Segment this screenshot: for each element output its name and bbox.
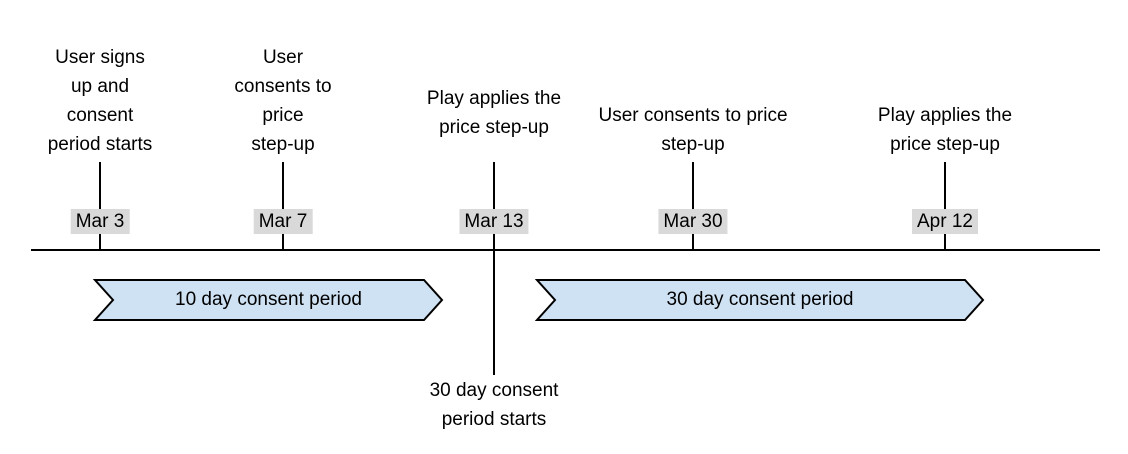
- milestone-note-line: period starts: [441, 409, 547, 430]
- milestone-label-line: price: [262, 105, 304, 126]
- milestone-label-line: period starts: [47, 134, 153, 155]
- milestone-label: Play applies the price step-up: [845, 101, 1045, 159]
- milestone-note-connector-line: [493, 251, 495, 375]
- timeline-axis: [31, 249, 1100, 251]
- milestone-label-line: User: [262, 47, 304, 68]
- milestone-label: Play applies the price step-up: [394, 84, 594, 142]
- consent-period-label-30day: 30 day consent period: [666, 289, 854, 310]
- milestone-tick: [99, 162, 101, 250]
- consent-period-label-10day: 10 day consent period: [175, 289, 362, 310]
- milestone-label-line: Play applies the: [426, 88, 562, 109]
- milestone-note-line: 30 day consent: [429, 380, 559, 401]
- milestone-label-line: Play applies the: [877, 105, 1013, 126]
- milestone-tick: [493, 162, 495, 250]
- milestone-label-line: consents to: [234, 76, 332, 97]
- milestone-tick: [944, 162, 946, 250]
- milestone-label-line: User consents to price: [598, 105, 788, 126]
- date-chip: Mar 13: [459, 209, 529, 234]
- milestone-label-line: step-up: [251, 134, 315, 155]
- milestone-label: User signs up and consent period starts: [25, 43, 175, 159]
- milestone-label-line: consent: [66, 105, 134, 126]
- milestone-label-line: up and: [70, 76, 130, 97]
- date-chip: Mar 7: [253, 209, 313, 234]
- date-chip: Mar 3: [70, 209, 130, 234]
- date-chip: Mar 30: [658, 209, 728, 234]
- milestone-label-line: step-up: [661, 134, 725, 155]
- milestone-tick: [692, 162, 694, 250]
- milestone-label: User consents to price step-up: [573, 101, 813, 159]
- milestone-label: User consents to price step-up: [208, 43, 358, 159]
- milestone-note: 30 day consent period starts: [394, 376, 594, 434]
- milestone-label-line: User signs: [55, 47, 145, 68]
- milestone-label-line: price step-up: [439, 117, 549, 138]
- milestone-label-line: price step-up: [890, 134, 1000, 155]
- date-chip: Apr 12: [912, 209, 978, 234]
- milestone-tick: [282, 162, 284, 250]
